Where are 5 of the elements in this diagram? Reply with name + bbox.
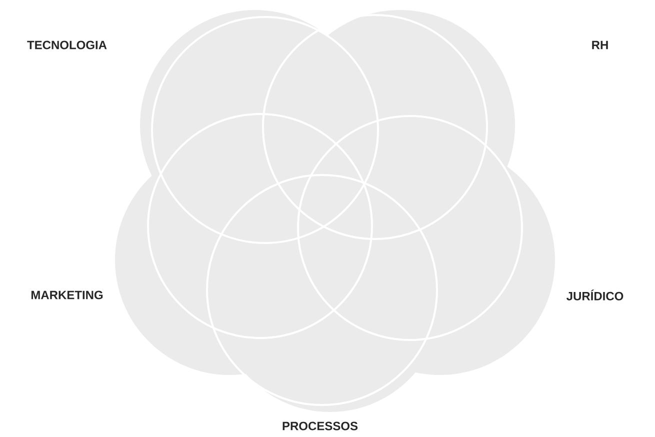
category-label: PROCESSOS xyxy=(282,422,358,430)
category-label: JURÍDICO xyxy=(566,290,624,300)
category-label: RH xyxy=(592,40,608,50)
category-label: TECNOLOGIA xyxy=(27,40,107,50)
category-label: MARKETING xyxy=(31,290,103,300)
